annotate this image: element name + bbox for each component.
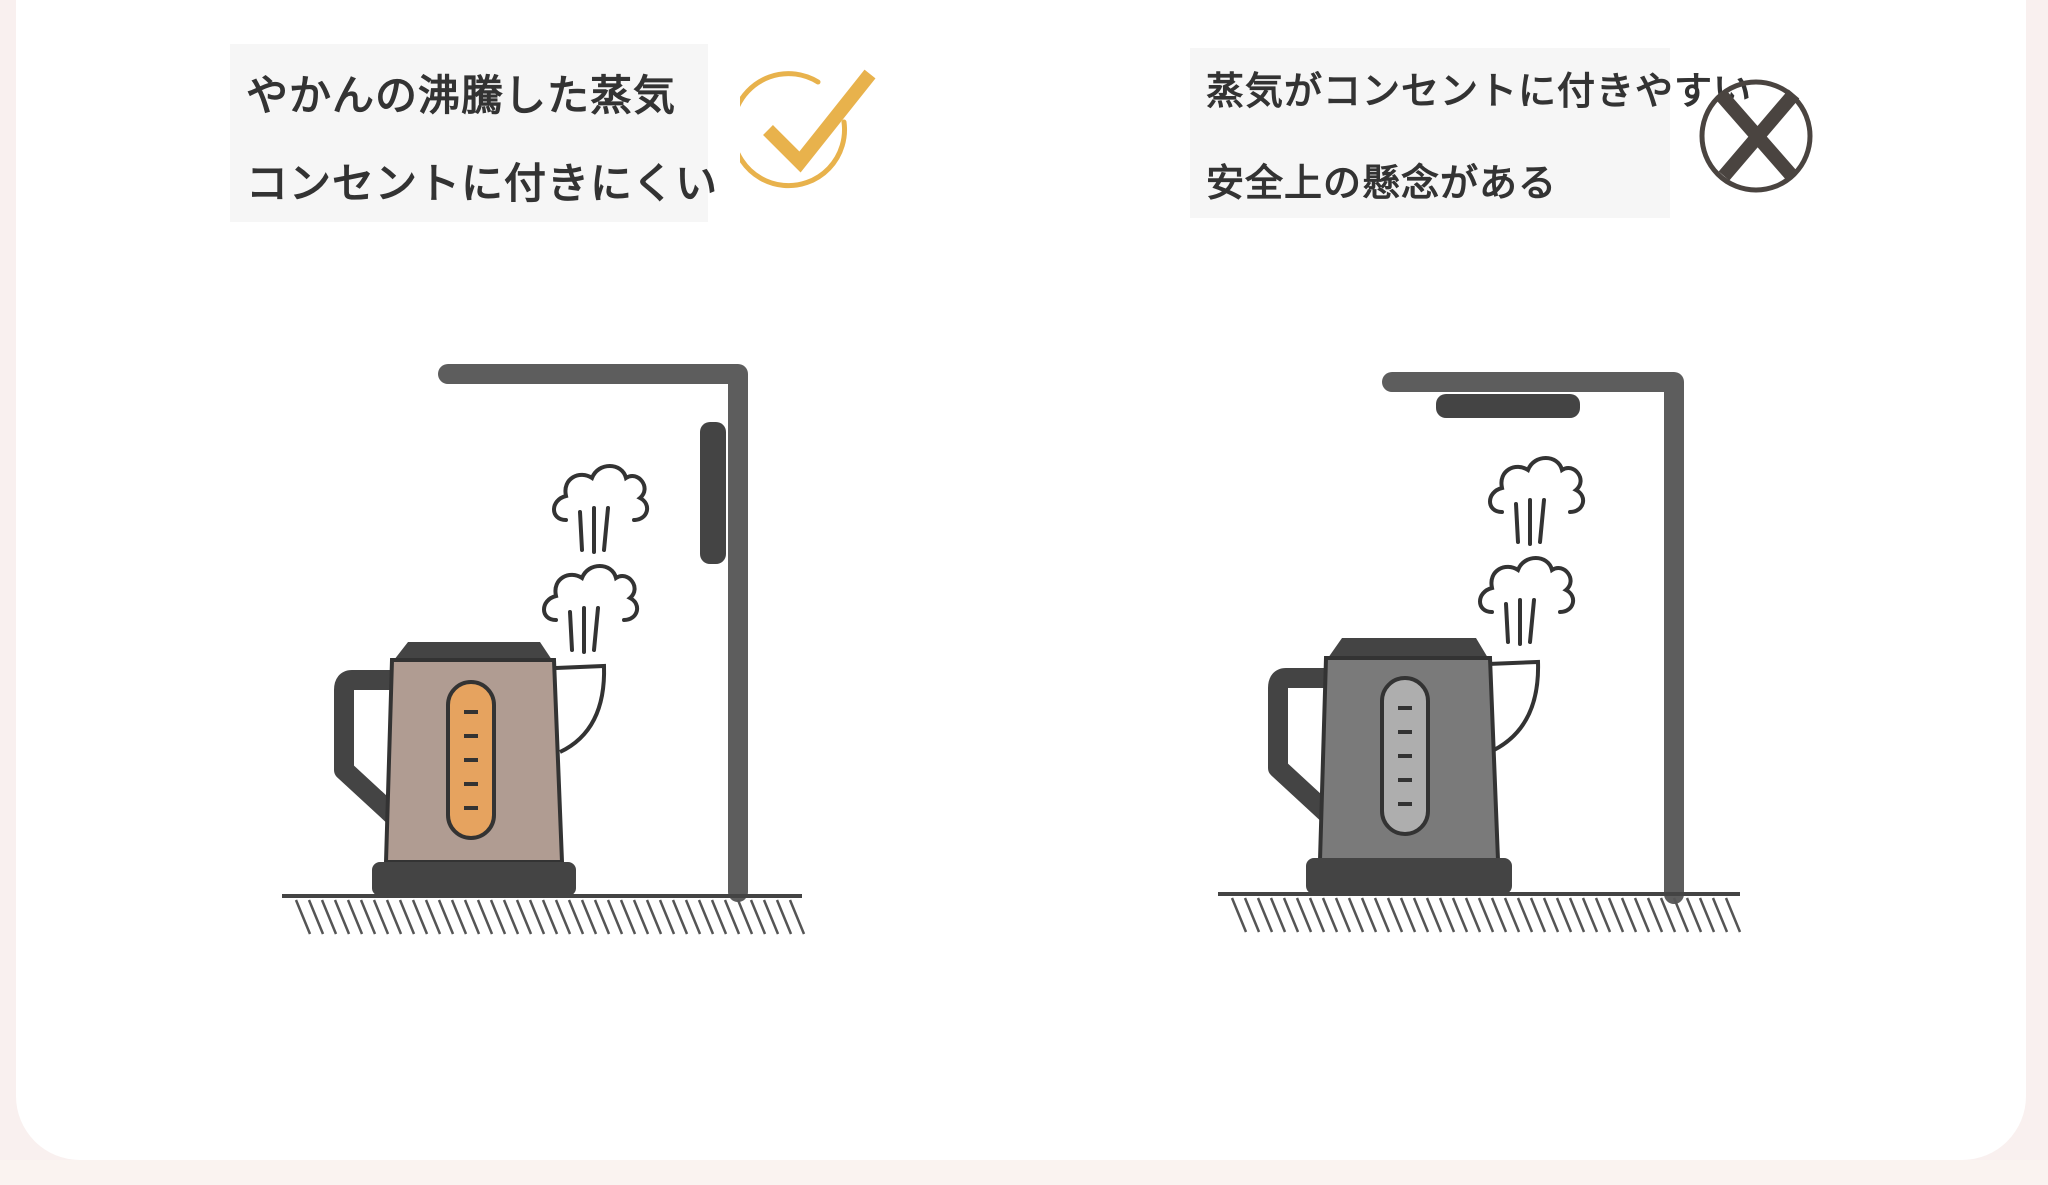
- right-caption-line-1: 蒸気がコンセントに付きやすい: [1206, 69, 1753, 113]
- bottom-strip: [0, 1160, 2048, 1185]
- right-caption-line-2: 安全上の懸念がある: [1206, 161, 1558, 205]
- left-caption-line-2: コンセントに付きにくい: [246, 159, 719, 208]
- check-circle-ring: [740, 71, 847, 189]
- cross-mark: [1716, 89, 1800, 181]
- check-circle-icon: [740, 69, 876, 189]
- cross-circle-ring: [1699, 79, 1813, 193]
- check-mark: [763, 69, 876, 173]
- left-caption: やかんの沸騰した蒸気 コンセントに付きにくい: [230, 44, 717, 222]
- right-caption: 蒸気がコンセントに付きやすい 安全上の懸念がある: [1190, 48, 1751, 218]
- cross-circle-icon: [1699, 79, 1813, 193]
- left-caption-line-1: やかんの沸騰した蒸気: [246, 71, 677, 120]
